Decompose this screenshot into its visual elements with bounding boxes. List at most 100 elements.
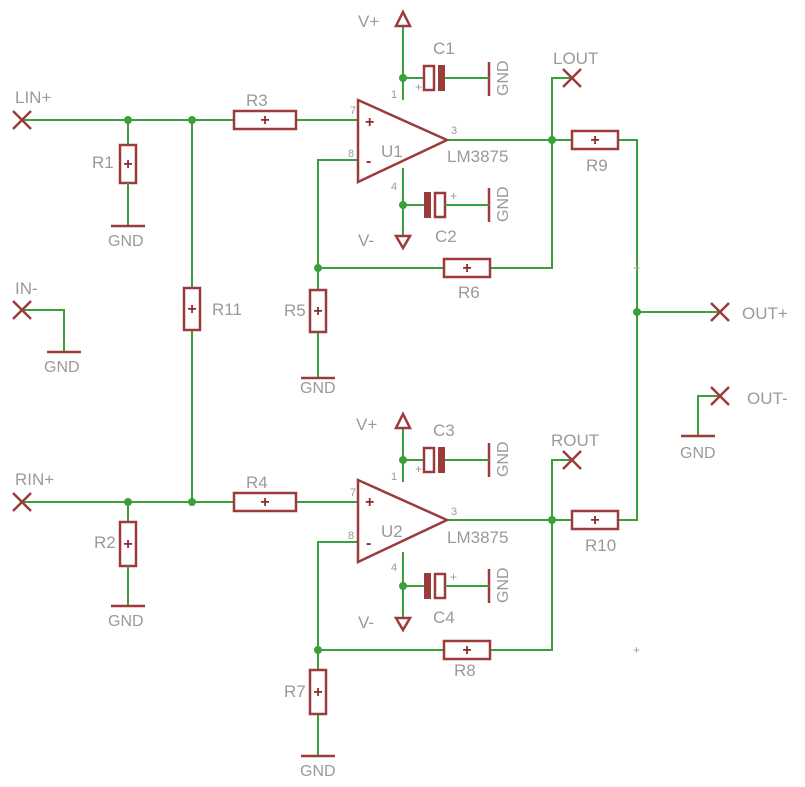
junction: [548, 516, 556, 524]
capacitor-c1[interactable]: [422, 64, 489, 92]
label-gnd: GND: [495, 186, 512, 222]
pin-number: 1: [391, 89, 397, 101]
pin-number: 4: [391, 562, 397, 574]
inv-mark: -: [366, 153, 371, 170]
labels: LIN+ IN- RIN+ LOUT ROUT OUT+ OUT- R1 R2 …: [15, 12, 788, 780]
label-vplus: V+: [356, 415, 377, 434]
pin-number: 3: [451, 506, 457, 518]
junction: [124, 116, 132, 124]
part-u1: LM3875: [447, 147, 508, 166]
origin-marks: + +: [633, 261, 640, 657]
origin-mark: +: [633, 643, 640, 657]
label-c2: C2: [435, 227, 457, 246]
label-r10: R10: [585, 536, 616, 555]
grounds: [47, 62, 715, 758]
pin-number: 7: [350, 487, 356, 499]
label-r7: R7: [284, 682, 306, 701]
wires: [22, 26, 720, 756]
label-r6: R6: [458, 283, 480, 302]
junction: [399, 201, 407, 209]
pol-mark: +: [590, 132, 599, 149]
wire-r8-right: [490, 520, 553, 651]
vminus-arrow-icon: [393, 234, 413, 251]
label-gnd: GND: [495, 567, 512, 603]
pol-mark: +: [313, 684, 322, 701]
cap-plus: +: [450, 570, 457, 584]
pol-mark: +: [260, 112, 269, 129]
capacitor-c2[interactable]: [424, 191, 489, 219]
amplifier-u2[interactable]: + -: [356, 478, 450, 564]
resistor-r6[interactable]: [442, 257, 492, 279]
port-x-icon[interactable]: [710, 386, 730, 406]
pin-number: 4: [391, 181, 397, 193]
pol-mark: +: [462, 260, 471, 277]
pin-number: 8: [348, 148, 354, 160]
pol-mark: +: [187, 301, 196, 318]
junction: [399, 582, 407, 590]
label-r2: R2: [94, 533, 116, 552]
wire-u1-inv: [317, 159, 358, 290]
junction: [314, 264, 322, 272]
label-gnd: GND: [495, 441, 512, 477]
port-markers: [12, 68, 730, 512]
port-x-icon[interactable]: [562, 68, 582, 88]
wire-lout: [551, 77, 572, 140]
label-gnd: GND: [300, 380, 336, 397]
label-r8: R8: [454, 661, 476, 680]
resistor-r3[interactable]: [232, 109, 298, 131]
junction: [188, 116, 196, 124]
pol-mark: +: [313, 303, 322, 320]
resistors: + + + + + + + + + + +: [118, 109, 620, 716]
port-x-icon[interactable]: [562, 450, 582, 470]
label-u1: U1: [381, 142, 403, 161]
junction: [188, 498, 196, 506]
resistor-r7[interactable]: [308, 668, 328, 716]
cap-plus: +: [415, 80, 422, 94]
resistor-r4[interactable]: [232, 491, 298, 513]
pin-number: 1: [391, 471, 397, 483]
pol-mark: +: [123, 536, 132, 553]
pin-number: 3: [451, 125, 457, 137]
label-c3: C3: [433, 421, 455, 440]
capacitors: + + + +: [415, 64, 489, 600]
label-r1: R1: [92, 153, 114, 172]
port-label-in-minus: IN-: [15, 279, 38, 298]
label-gnd: GND: [300, 763, 336, 780]
pol-mark: +: [123, 156, 132, 173]
port-x-icon[interactable]: [710, 302, 730, 322]
label-r11: R11: [212, 300, 242, 319]
wire-r6-right: [490, 140, 553, 269]
port-label-rin-plus: RIN+: [15, 470, 54, 489]
resistor-r8[interactable]: [442, 639, 492, 661]
capacitor-c4[interactable]: [424, 572, 489, 600]
wire-u2-inv: [317, 541, 358, 670]
resistor-r11[interactable]: [182, 286, 202, 332]
label-r3: R3: [246, 91, 268, 110]
port-x-icon[interactable]: [12, 492, 32, 512]
port-x-icon[interactable]: [12, 300, 32, 320]
capacitor-c3[interactable]: [422, 446, 489, 474]
label-u2: U2: [381, 522, 403, 541]
label-vplus: V+: [358, 12, 379, 31]
vminus-arrow-icon: [393, 616, 413, 633]
pol-mark: +: [260, 494, 269, 511]
wire-out-minus: [697, 395, 720, 436]
wire-rout: [551, 459, 572, 520]
junction: [314, 646, 322, 654]
junction: [633, 308, 641, 316]
inv-mark: -: [366, 535, 371, 552]
pol-mark: +: [590, 512, 599, 529]
port-label-out-minus: OUT-: [747, 389, 788, 408]
junction: [548, 136, 556, 144]
label-r4: R4: [246, 473, 268, 492]
resistor-r9[interactable]: [570, 129, 620, 151]
resistor-r5[interactable]: [308, 288, 328, 334]
port-x-icon[interactable]: [12, 110, 32, 130]
label-gnd: GND: [108, 233, 144, 250]
junctions: [124, 74, 641, 654]
part-u2: LM3875: [447, 528, 508, 547]
port-label-lin-plus: LIN+: [15, 88, 51, 107]
label-r9: R9: [586, 156, 608, 175]
amplifier-u1[interactable]: + -: [356, 98, 450, 184]
resistor-r10[interactable]: [570, 509, 620, 531]
